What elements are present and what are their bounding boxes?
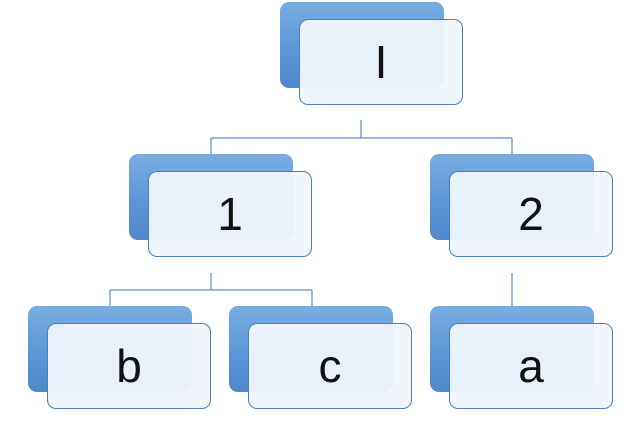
node-c-label: c <box>248 323 412 409</box>
node-b-label: b <box>47 323 211 409</box>
node-root-label: I <box>299 19 463 105</box>
node-2-label: 2 <box>449 171 613 257</box>
node-a-label: a <box>449 323 613 409</box>
node-1-label: 1 <box>148 171 312 257</box>
